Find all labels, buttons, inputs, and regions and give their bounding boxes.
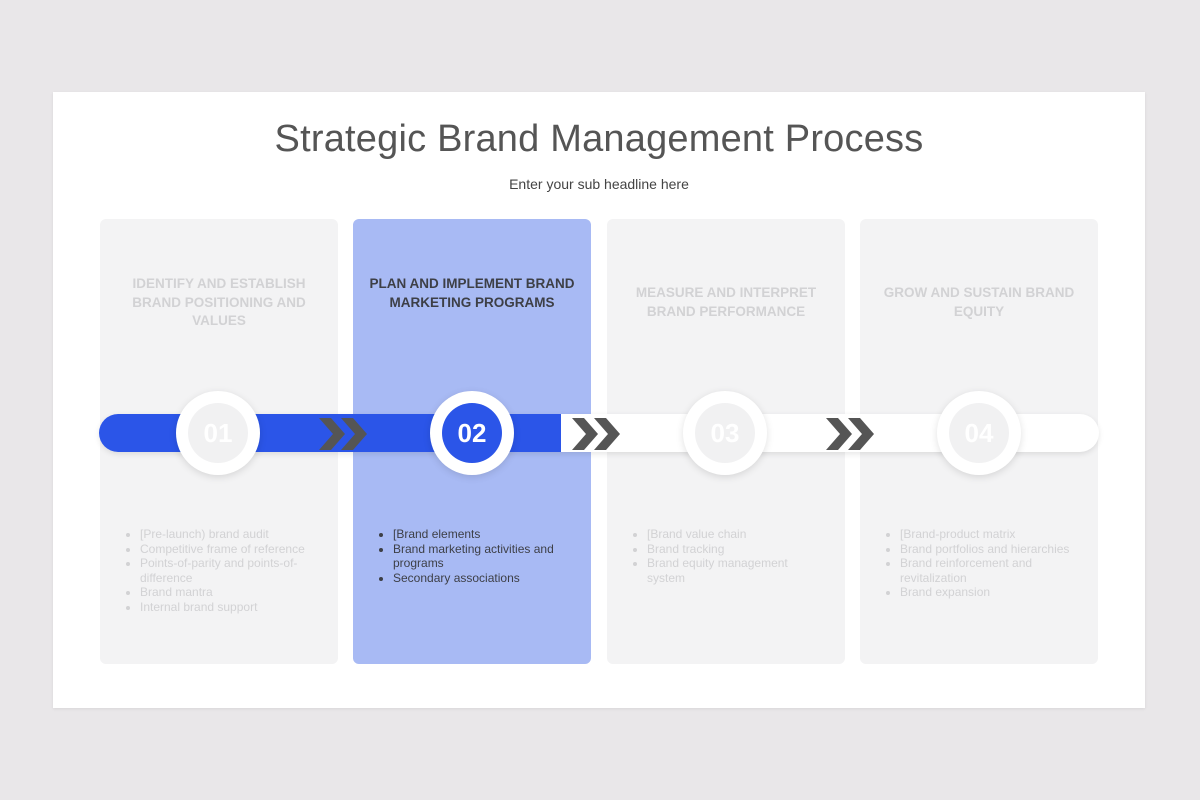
step-bullets: [Brand elements Brand marketing activiti…: [373, 527, 573, 585]
list-item: Brand marketing activities and programs: [393, 542, 573, 571]
list-item: Brand portfolios and hierarchies: [900, 542, 1080, 557]
step-number: 02: [442, 403, 502, 463]
step-title: MEASURE AND INTERPRET BRAND PERFORMANCE: [635, 285, 817, 319]
list-item: Brand reinforcement and revitalization: [900, 556, 1080, 585]
step-number: 01: [188, 403, 248, 463]
list-item: Brand tracking: [647, 542, 827, 557]
list-item: [Brand value chain: [647, 527, 827, 542]
slide-subtitle: Enter your sub headline here: [509, 176, 689, 192]
list-item: Brand mantra: [140, 585, 320, 600]
step-circle-2: 02: [430, 391, 514, 475]
list-item: [Pre-launch) brand audit: [140, 527, 320, 542]
step-bullets: [Brand-product matrix Brand portfolios a…: [880, 527, 1080, 600]
step-circle-1: 01: [176, 391, 260, 475]
list-item: Brand expansion: [900, 585, 1080, 600]
list-item: [Brand-product matrix: [900, 527, 1080, 542]
step-number: 03: [695, 403, 755, 463]
step-bullets: [Brand value chain Brand tracking Brand …: [627, 527, 827, 585]
step-number: 04: [949, 403, 1009, 463]
list-item: Secondary associations: [393, 571, 573, 586]
list-item: [Brand elements: [393, 527, 573, 542]
step-title: IDENTIFY AND ESTABLISH BRAND POSITIONING…: [132, 276, 306, 328]
step-circle-3: 03: [683, 391, 767, 475]
double-chevron-right-icon: [572, 418, 620, 450]
list-item: Internal brand support: [140, 600, 320, 615]
list-item: Competitive frame of reference: [140, 542, 320, 557]
list-item: Brand equity management system: [647, 556, 827, 585]
step-title: PLAN AND IMPLEMENT BRAND MARKETING PROGR…: [369, 276, 575, 310]
slide-title: Strategic Brand Management Process: [274, 118, 924, 160]
step-bullets: [Pre-launch) brand audit Competitive fra…: [120, 527, 320, 615]
list-item: Points-of-parity and points-of-differenc…: [140, 556, 320, 585]
double-chevron-right-icon: [826, 418, 874, 450]
double-chevron-right-icon: [319, 418, 367, 450]
slide: Strategic Brand Management Process Enter…: [53, 92, 1145, 708]
step-title: GROW AND SUSTAIN BRAND EQUITY: [883, 285, 1075, 319]
step-circle-4: 04: [937, 391, 1021, 475]
